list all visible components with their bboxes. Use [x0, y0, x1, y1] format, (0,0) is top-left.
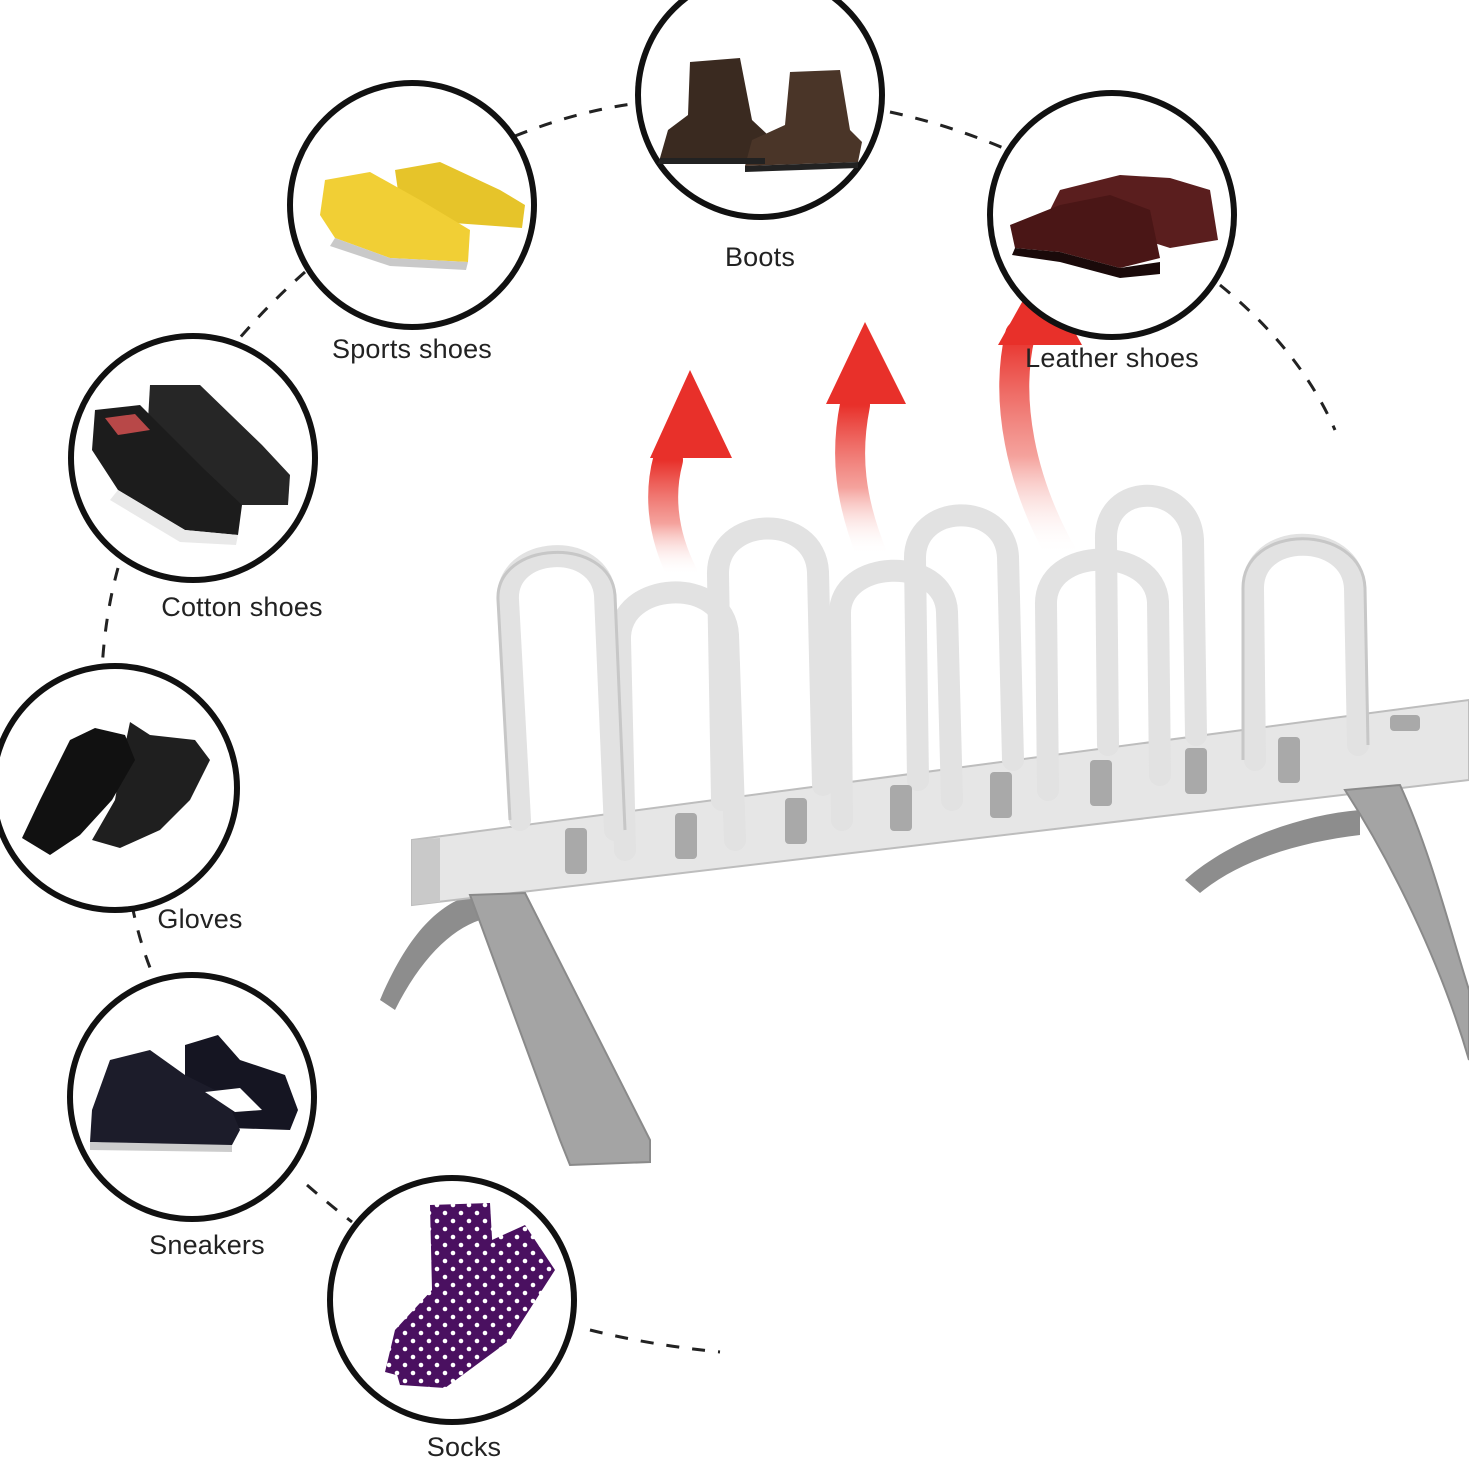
heat-arrow-icon	[826, 322, 906, 570]
boots-circle	[635, 0, 885, 220]
leather-shoes-icon	[1010, 175, 1218, 278]
leather-shoes-circle	[987, 90, 1237, 340]
label-sports-shoes: Sports shoes	[332, 334, 492, 364]
label-boots: Boots	[724, 242, 796, 272]
heat-arrows	[648, 270, 1082, 590]
label-cotton-shoes: Cotton shoes	[161, 592, 323, 622]
label-socks: Socks	[426, 1432, 502, 1462]
cotton-shoes-circle	[68, 333, 318, 583]
shoe-dryer-rack	[380, 484, 1469, 1167]
dashed-arc	[100, 101, 1337, 1354]
sports-shoes-circle	[287, 80, 537, 330]
label-gloves: Gloves	[157, 904, 243, 934]
socks-icon	[385, 1203, 555, 1388]
gloves-circle	[0, 663, 240, 913]
sports-shoes-icon	[320, 162, 525, 270]
heat-arrow-icon	[648, 370, 732, 590]
label-leather-shoes: Leather shoes	[1025, 343, 1199, 373]
sneakers-circle	[67, 972, 317, 1222]
label-sneakers: Sneakers	[149, 1230, 265, 1260]
boots-icon	[658, 58, 862, 172]
socks-circle	[327, 1175, 577, 1425]
sneakers-icon	[90, 1035, 298, 1152]
cotton-shoes-icon	[92, 385, 290, 545]
gloves-icon	[22, 722, 210, 855]
